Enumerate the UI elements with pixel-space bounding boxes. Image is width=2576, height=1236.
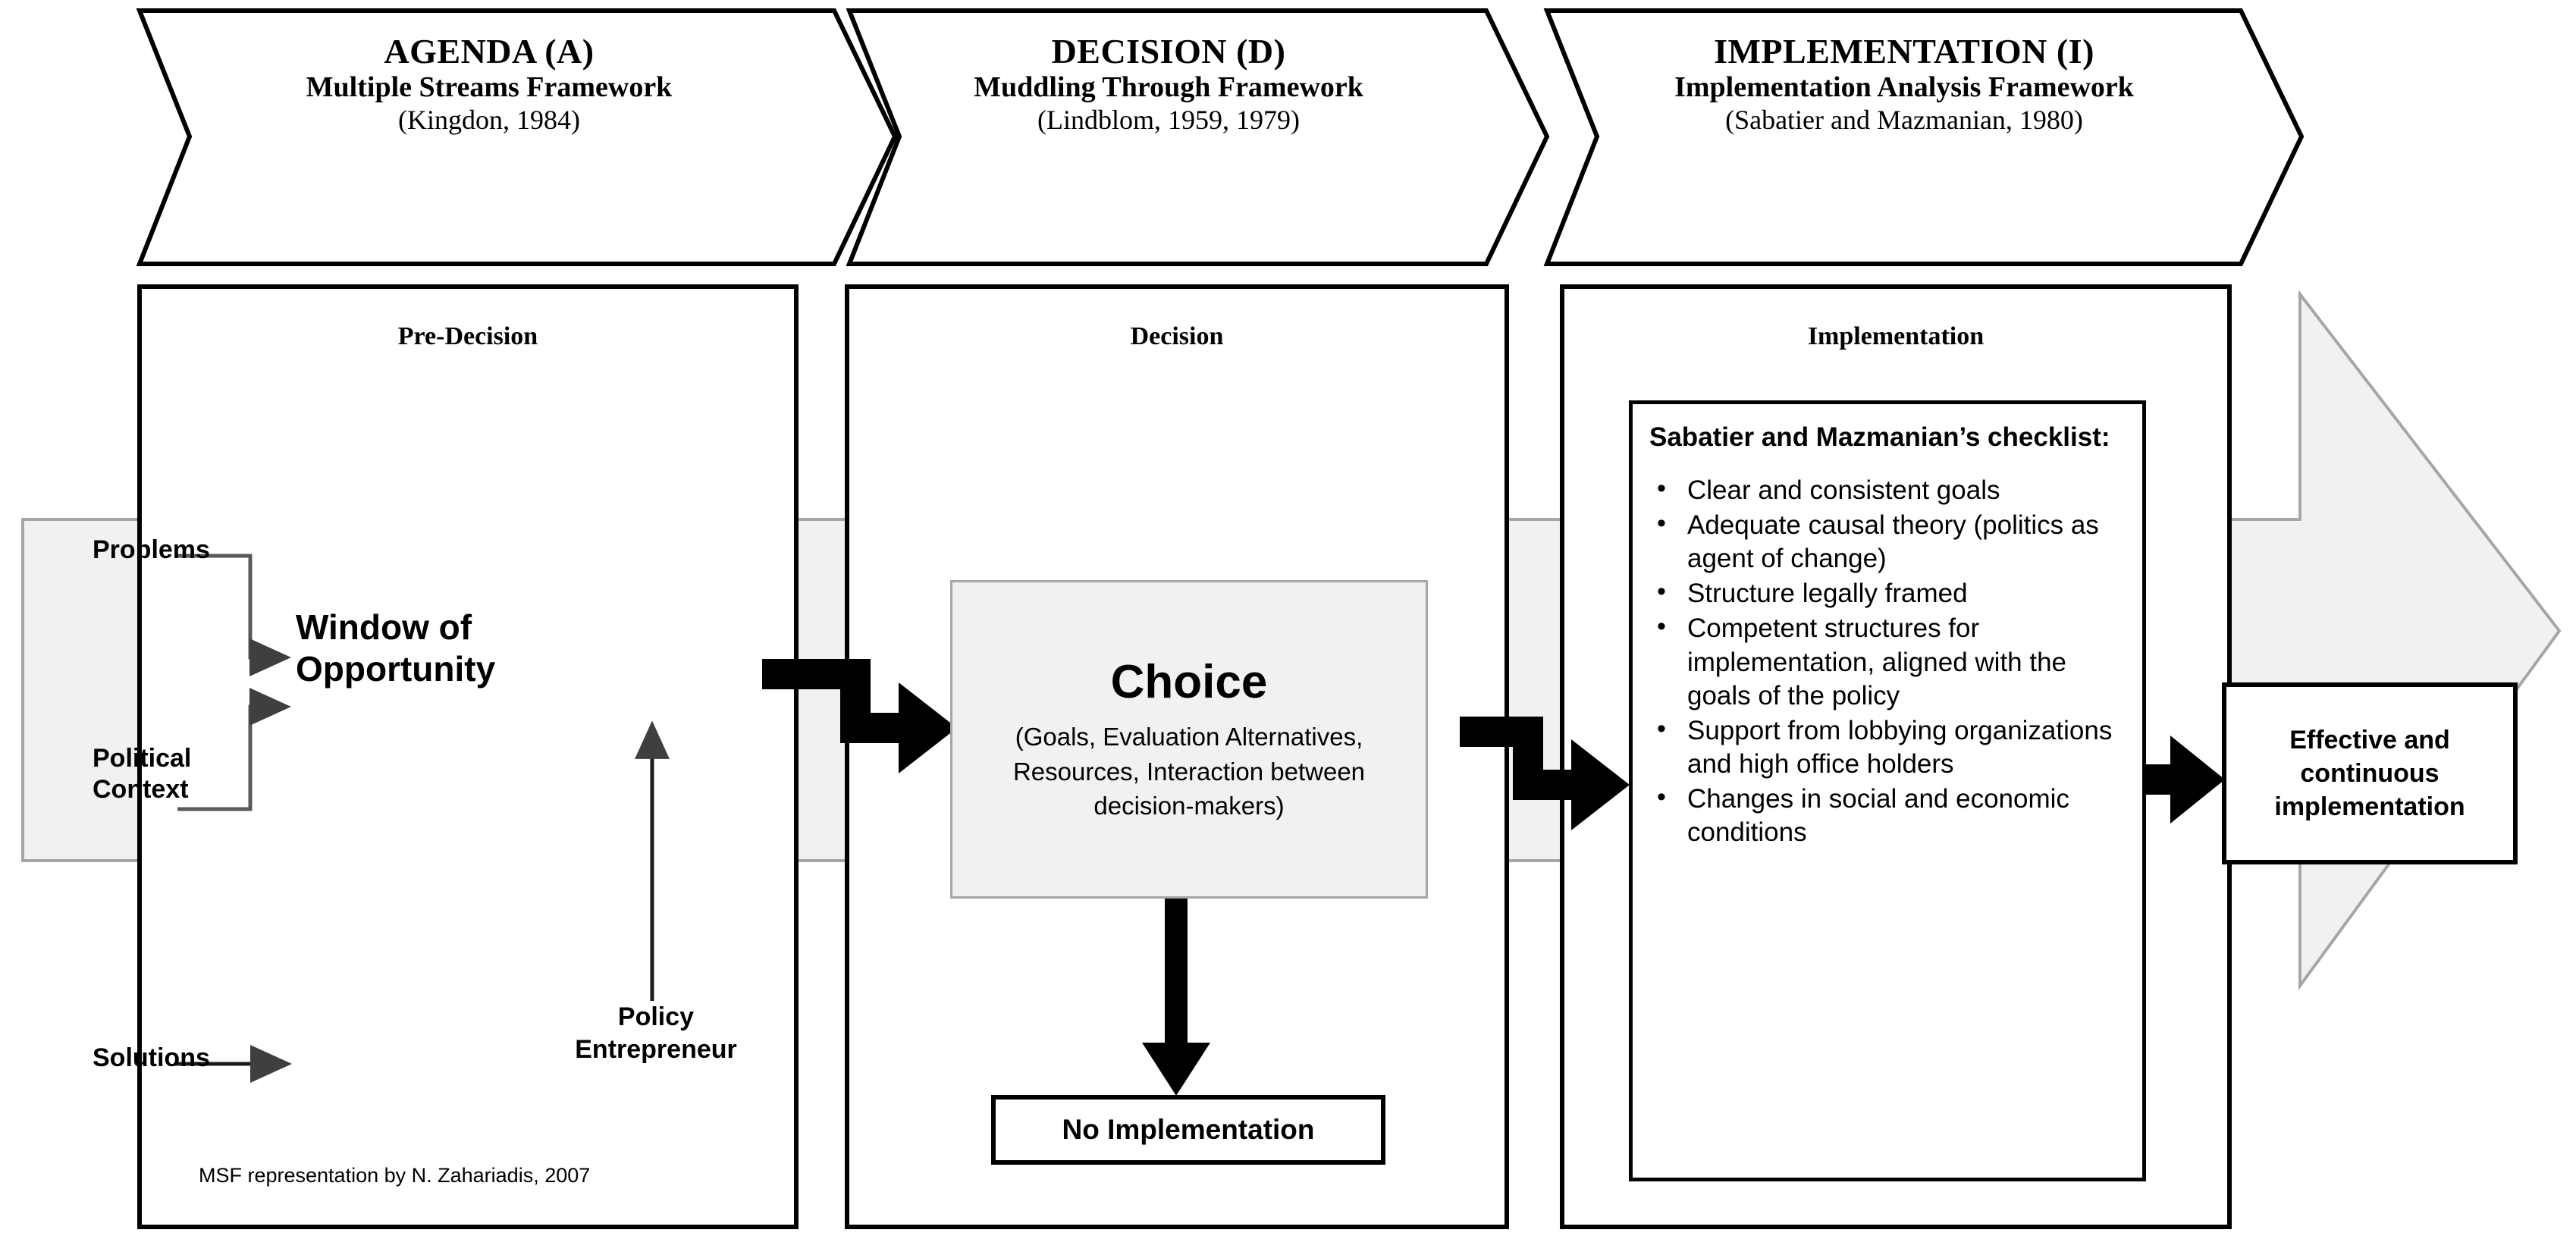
checklist-item: Support from lobbying organizations and … xyxy=(1649,713,2129,781)
window-of-opportunity-label: Window of Opportunity xyxy=(296,607,645,690)
connector-problems-to-window xyxy=(177,554,291,676)
checklist-item: Adequate causal theory (politics as agen… xyxy=(1649,507,2129,576)
sabatier-checklist-box: Sabatier and Mazmanian’s checklist: Clea… xyxy=(1629,400,2146,1181)
entrepreneur-line-1: Policy xyxy=(617,1002,695,1031)
window-line-2: Opportunity xyxy=(296,649,496,689)
chevron-agenda-citation: (Kingdon, 1984) xyxy=(398,104,580,135)
window-line-1: Window of xyxy=(296,607,472,647)
msf-credit-note: MSF representation by N. Zahariadis, 200… xyxy=(199,1164,591,1187)
chevron-agenda-framework: Multiple Streams Framework xyxy=(306,71,673,104)
political-context-line-2: Context xyxy=(93,775,189,805)
checklist-items: Clear and consistent goals Adequate caus… xyxy=(1649,472,2129,849)
panel-title-implementation: Implementation xyxy=(1807,322,1985,350)
effective-implementation-box: Effective and continuous implementation xyxy=(2222,682,2518,864)
choice-title: Choice xyxy=(1110,656,1268,709)
chevron-decision: DECISION (D) Muddling Through Framework … xyxy=(899,32,1438,136)
stream-label-political-context: Political Context xyxy=(93,743,290,806)
chevron-implementation: IMPLEMENTATION (I) Implementation Analys… xyxy=(1597,32,2211,136)
entrepreneur-line-2: Entrepreneur xyxy=(575,1034,737,1064)
chevron-decision-citation: (Lindblom, 1959, 1979) xyxy=(1037,104,1300,135)
stream-label-problems: Problems xyxy=(93,535,210,564)
chevron-decision-heading: DECISION (D) xyxy=(1051,32,1286,71)
panel-title-decision: Decision xyxy=(1130,322,1224,350)
checklist-heading: Sabatier and Mazmanian’s checklist: xyxy=(1649,422,2110,452)
chevron-implementation-citation: (Sabatier and Mazmanian, 1980) xyxy=(1725,104,2083,135)
choice-box: Choice (Goals, Evaluation Alternatives, … xyxy=(950,580,1428,899)
chevron-agenda-heading: AGENDA (A) xyxy=(384,32,595,71)
political-context-line-1: Political xyxy=(93,744,192,773)
checklist-item: Competent structures for implementation,… xyxy=(1649,610,2129,712)
choice-subtitle: (Goals, Evaluation Alternatives, Resourc… xyxy=(1012,723,1366,820)
chevron-implementation-heading: IMPLEMENTATION (I) xyxy=(1714,32,2094,71)
no-implementation-box: No Implementation xyxy=(991,1095,1385,1165)
chevron-implementation-framework: Implementation Analysis Framework xyxy=(1674,71,2134,104)
checklist-item: Changes in social and economic condition… xyxy=(1649,781,2129,849)
chevron-decision-framework: Muddling Through Framework xyxy=(974,71,1363,104)
stream-label-solutions: Solutions xyxy=(93,1043,210,1072)
arrow-choice-to-no-implementation xyxy=(1142,896,1210,1096)
arrow-choice-to-implementation xyxy=(1460,717,1630,830)
checklist-item: Structure legally framed xyxy=(1649,576,2129,610)
chevron-agenda: AGENDA (A) Multiple Streams Framework (K… xyxy=(190,32,789,136)
arrow-window-to-choice xyxy=(762,659,957,773)
panel-title-pre-decision: Pre-Decision xyxy=(397,322,538,350)
checklist-item: Clear and consistent goals xyxy=(1649,472,2129,507)
policy-entrepreneur-label: Policy Entrepreneur xyxy=(531,1001,781,1065)
